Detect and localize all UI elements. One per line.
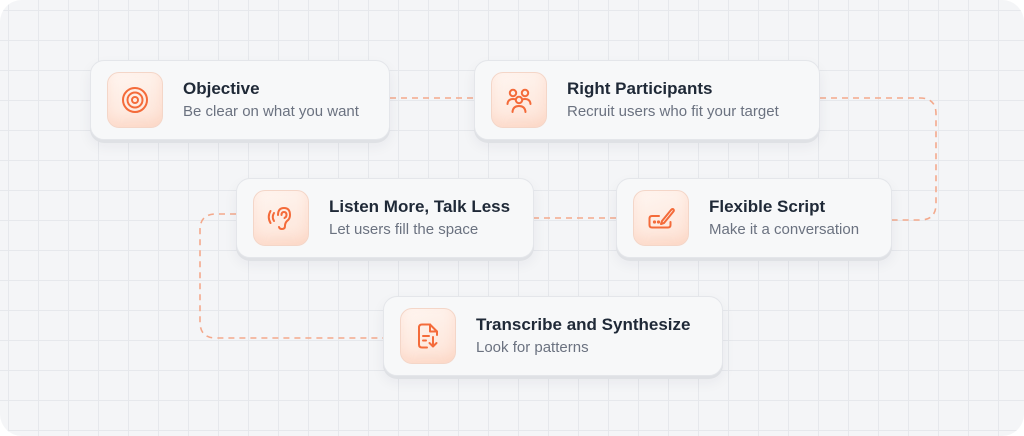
step-title: Right Participants <box>567 79 713 98</box>
step-subtitle: Be clear on what you want <box>183 103 359 120</box>
target-icon <box>122 87 148 113</box>
icon-container <box>633 190 689 246</box>
step-card-flexible-script: Flexible Script Make it a conversation <box>616 178 892 258</box>
step-title: Flexible Script <box>709 197 826 216</box>
connector-listen-transcribe <box>199 213 383 339</box>
document-icon <box>418 323 438 349</box>
step-subtitle: Look for patterns <box>476 339 589 356</box>
users-icon <box>506 88 532 113</box>
step-title: Objective <box>183 79 260 98</box>
step-title: Listen More, Talk Less <box>329 197 511 216</box>
icon-container <box>107 72 163 128</box>
step-card-objective: Objective Be clear on what you want <box>90 60 390 140</box>
step-card-listen-more: Listen More, Talk Less Let users fill th… <box>236 178 534 258</box>
step-title: Transcribe and Synthesize <box>476 315 691 334</box>
step-card-transcribe: Transcribe and Synthesize Look for patte… <box>383 296 723 376</box>
icon-container <box>400 308 456 364</box>
connector-participants-script <box>820 97 937 221</box>
ear-icon <box>267 206 292 231</box>
step-subtitle: Let users fill the space <box>329 221 479 238</box>
step-card-right-participants: Right Participants Recruit users who fit… <box>474 60 820 140</box>
icon-container <box>253 190 309 246</box>
icon-container <box>491 72 547 128</box>
edit-script-icon <box>648 208 675 229</box>
step-subtitle: Make it a conversation <box>709 221 860 238</box>
step-subtitle: Recruit users who fit your target <box>567 103 779 120</box>
